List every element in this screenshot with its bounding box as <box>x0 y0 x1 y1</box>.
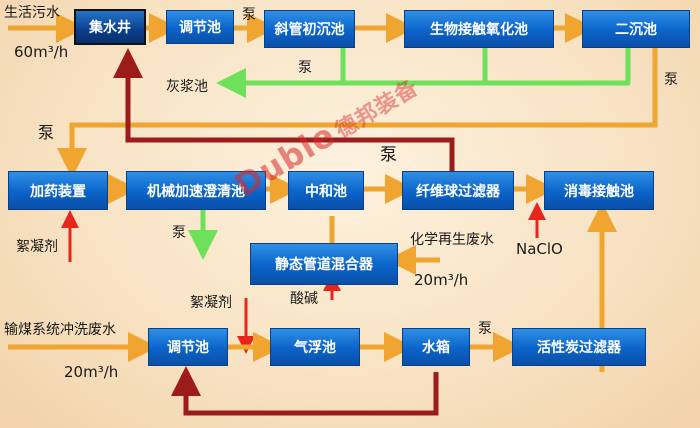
box-xianwei: 纤维球过滤器 <box>402 171 514 210</box>
label-coal-wash: 输煤系统冲洗废水 <box>4 322 116 338</box>
box-tiaojiechi-bottom: 调节池 <box>148 328 228 366</box>
loop-arrow-right <box>57 48 658 178</box>
label-pump-green: 泵 <box>172 225 186 241</box>
label-pump-top: 泵 <box>242 7 256 23</box>
label-flow-top: 60m³/h <box>14 43 69 61</box>
return-lines <box>113 48 455 416</box>
label-coagulant-mid: 絮凝剂 <box>190 295 232 311</box>
box-tiaojiechi-top: 调节池 <box>166 10 234 44</box>
label-pump-bottom: 泵 <box>478 321 492 337</box>
box-jishuijing: 集水井 <box>74 9 146 45</box>
label-ash-pond: 灰浆池 <box>166 79 208 95</box>
label-pump-return: 泵 <box>298 60 312 76</box>
label-regen: 化学再生废水 <box>410 232 494 248</box>
label-flow-bottom: 20m³/h <box>64 363 119 381</box>
box-xieguan: 斜管初沉池 <box>264 10 355 48</box>
box-jixie: 机械加速澄清池 <box>126 171 266 210</box>
label-pump-left: 泵 <box>38 123 55 142</box>
box-shuixiang: 水箱 <box>402 328 470 366</box>
box-huoxingtan: 活性炭过滤器 <box>512 328 646 366</box>
label-pump-center: 泵 <box>380 145 397 165</box>
label-coagulant-left: 絮凝剂 <box>16 239 58 255</box>
sludge-lines <box>216 48 631 98</box>
label-flow-regen: 20m³/h <box>414 271 469 289</box>
label-acid-base: 酸碱 <box>290 291 318 307</box>
label-sewage: 生活污水 <box>4 5 60 21</box>
reagent-arrows <box>61 202 546 354</box>
box-erchen: 二沉池 <box>582 10 690 48</box>
box-qifu: 气浮池 <box>270 328 360 366</box>
label-naclo: NaClO <box>516 240 563 258</box>
box-jingtai: 静态管道混合器 <box>250 243 398 285</box>
box-shengwu: 生物接触氧化池 <box>404 10 554 48</box>
label-pump-right: 泵 <box>664 72 678 88</box>
box-jiayao: 加药装置 <box>8 171 108 210</box>
box-zhonghe: 中和池 <box>288 171 364 210</box>
box-xiaodu: 消毒接触池 <box>544 171 654 210</box>
return-to-well <box>113 48 455 172</box>
return-to-tiaojie-bottom <box>171 366 439 416</box>
